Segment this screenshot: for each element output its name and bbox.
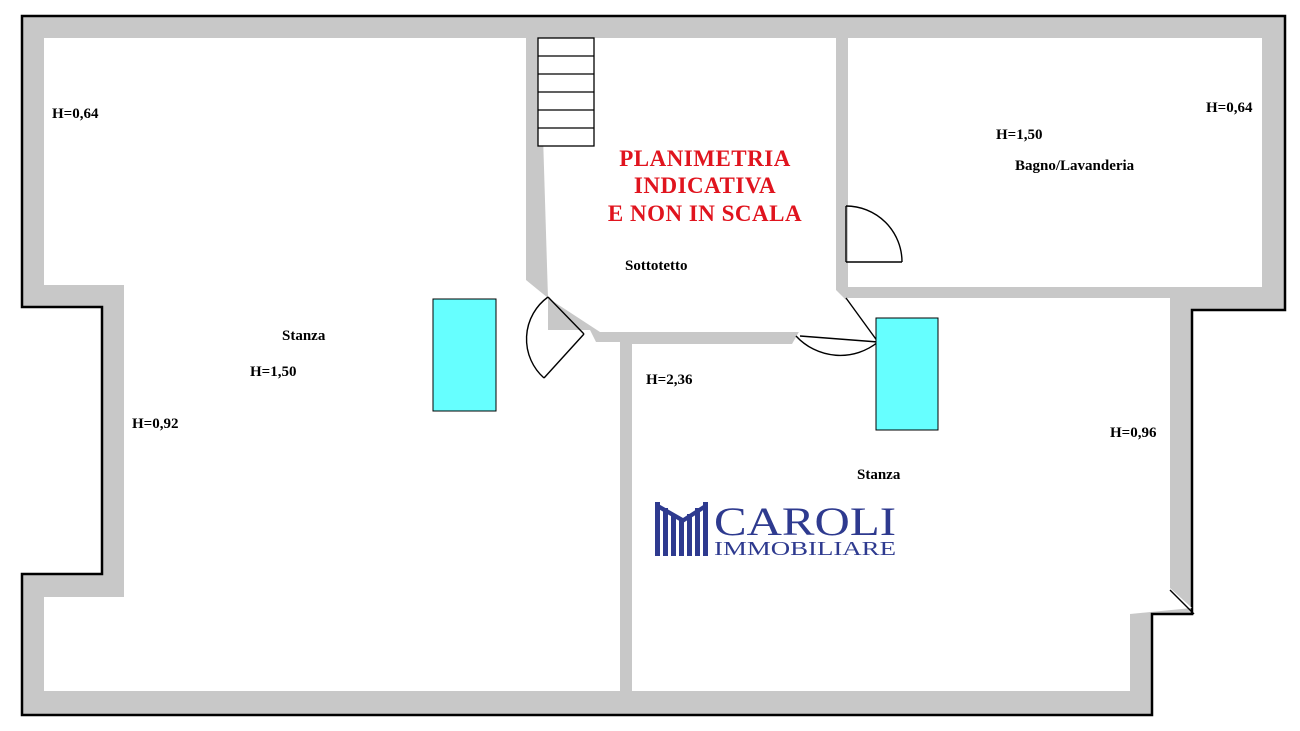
attic-height: H=2,36 [646,372,693,388]
notice-line-2: INDICATIVA [634,173,776,198]
skylight-left [432,298,497,412]
door-left [525,296,585,379]
caroli-logo: CAROLI IMMOBILIARE [655,499,896,560]
bathroom-height: H=1,50 [996,127,1042,143]
bathroom-corner-height: H=0,64 [1206,100,1253,116]
door-bathroom [845,205,903,263]
skylight-right [875,317,939,431]
bathroom-name: Bagno/Lavanderia [1015,158,1135,174]
logo-name: CAROLI [714,499,896,544]
logo-mark-icon [655,502,708,556]
right-room-name: Stanza [857,467,901,483]
attic-name: Sottotetto [625,258,687,274]
room-attic [540,38,846,332]
left-room-height: H=1,50 [250,364,296,380]
stairs [537,37,595,147]
room-bathroom [848,38,1262,287]
left-corner-height: H=0,64 [52,106,99,122]
left-room-name: Stanza [282,328,326,344]
corner-detail [1169,589,1195,615]
right-side-height: H=0,96 [1110,425,1157,441]
notice-line-1: PLANIMETRIA [619,146,791,171]
notice-line-3: E NON IN SCALA [608,201,802,226]
room-right [632,298,1192,691]
logo-subtitle: IMMOBILIARE [714,538,896,560]
left-side-height: H=0,92 [132,416,178,432]
room-left [44,38,620,691]
door-right [795,297,879,357]
